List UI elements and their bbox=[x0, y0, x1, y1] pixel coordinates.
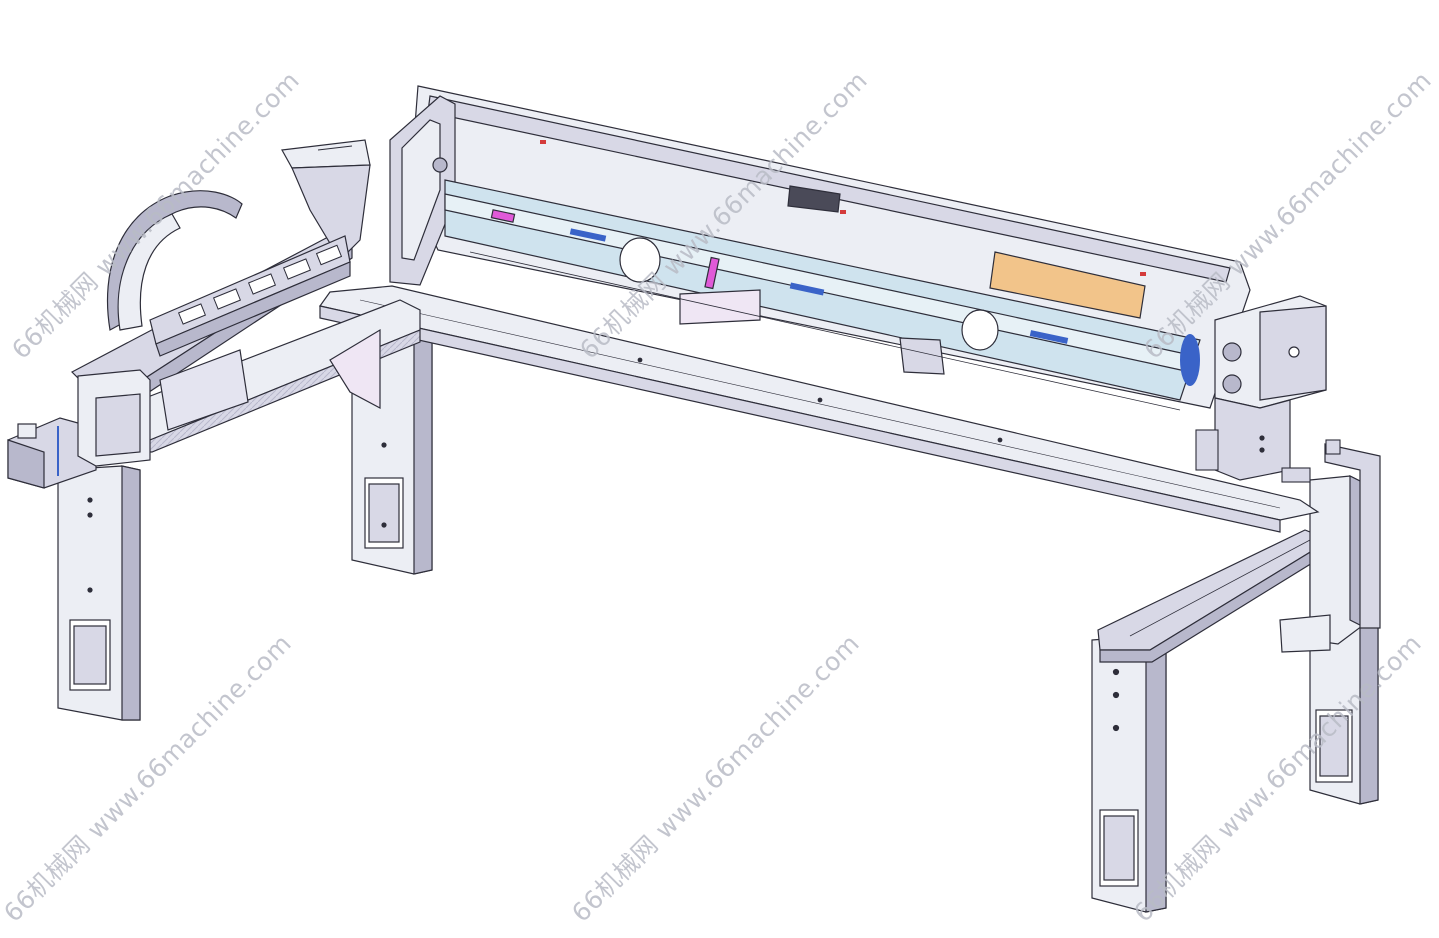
servo-motor bbox=[7, 369, 151, 489]
gantry-head-housing bbox=[389, 85, 1251, 411]
right-front-leg bbox=[1091, 635, 1167, 913]
main-cross-beam bbox=[318, 285, 1320, 533]
right-linear-rail bbox=[1097, 443, 1381, 663]
mounting-blocks bbox=[1195, 429, 1341, 483]
cable-drag-chain bbox=[106, 190, 351, 357]
left-front-leg bbox=[57, 465, 141, 721]
pneumatic-cylinder bbox=[1214, 295, 1327, 481]
